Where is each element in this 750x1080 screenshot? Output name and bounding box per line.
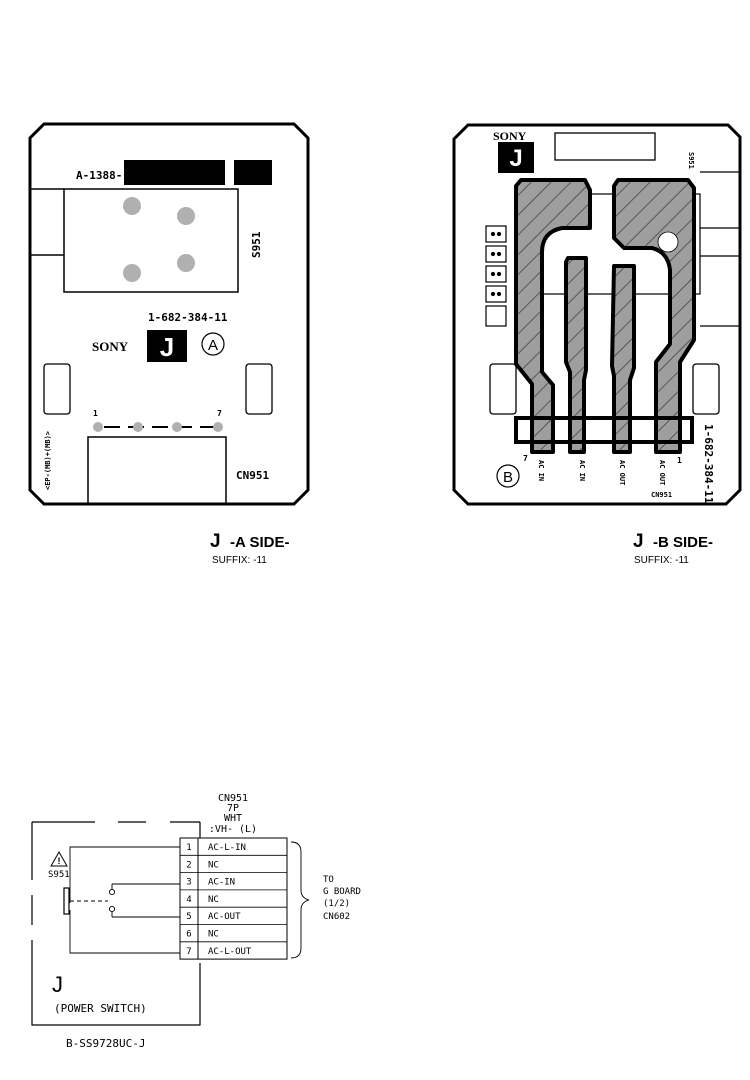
board-a-board-number: 1-682-384-11	[148, 311, 228, 324]
board-a-solder-pad	[123, 264, 141, 282]
pin-signal-name: NC	[208, 930, 219, 940]
board-b-connector-band	[514, 416, 694, 444]
board-b-trace-label: AC IN	[537, 460, 545, 481]
schematic-switch-ref: S951	[48, 870, 70, 880]
warning-icon	[50, 850, 68, 867]
destination-line: CN602	[323, 912, 350, 922]
board-a-connector-outline	[87, 436, 227, 504]
board-b-outline	[452, 123, 742, 506]
board-b-trace-label: AC OUT	[658, 460, 666, 485]
switch-contact	[108, 888, 116, 896]
pin-number: 3	[186, 878, 191, 888]
schematic-connector-pins: 7P	[227, 803, 239, 814]
board-b-board-number: 1-682-384-11	[702, 424, 715, 504]
destination-line: TO	[323, 875, 334, 885]
board-a-side-marker: A	[208, 337, 218, 354]
board-a-brand: SONY	[92, 339, 129, 354]
board-a-switch-ref: S951	[250, 231, 263, 258]
pin-number: 7	[186, 947, 191, 957]
schematic-board-name: (POWER SWITCH)	[54, 1002, 147, 1015]
board-b-caption-side: -B SIDE-	[653, 534, 713, 551]
board-b-mount-hole	[692, 363, 720, 415]
destination-line: (1/2)	[323, 899, 350, 909]
schematic-board-letter: J	[52, 972, 63, 997]
board-a: A-1388- S951 1-682-384-11 SONY J A 1 7 C…	[28, 122, 310, 506]
board-a-connector-ref: CN951	[236, 469, 269, 482]
schematic-connector-color: WHT	[224, 813, 242, 824]
board-a-solder-pad	[177, 254, 195, 272]
board-b-label-box	[554, 132, 656, 161]
board-a-edge-label: <EP-(MB)+(MB)>	[44, 431, 52, 490]
board-b-silkscreen-cluster	[485, 225, 507, 327]
board-b-trace-ac-in-inner	[564, 256, 588, 454]
warning-symbol: !	[58, 856, 61, 866]
destination-line: G BOARD	[323, 887, 361, 897]
schematic-connector-ref: CN951	[218, 793, 248, 804]
board-b-brand: SONY	[493, 129, 527, 143]
pin-signal-name: AC-OUT	[208, 912, 241, 922]
schematic-board-outline	[31, 821, 201, 1026]
board-a-caption-side: -A SIDE-	[230, 534, 289, 551]
board-b-trace-ac-out-inner	[610, 264, 636, 454]
board-a-logo-box	[147, 330, 187, 362]
pin-number: 4	[186, 895, 191, 905]
board-b-trace-label: AC IN	[578, 460, 586, 481]
schematic-footer: B-SS9728UC-J	[66, 1037, 145, 1050]
board-a-mount-hole	[43, 363, 71, 415]
board-a-caption-letter: J	[210, 531, 221, 552]
pin-number: 1	[186, 843, 191, 853]
board-b-trace-ac-in-outer	[514, 178, 592, 454]
pin-number: 5	[186, 912, 191, 922]
pin-signal-name: AC-IN	[208, 878, 235, 888]
board-a-mount-hole	[245, 363, 273, 415]
board-b-caption-letter: J	[633, 531, 644, 552]
board-b-logo-letter: J	[509, 145, 522, 172]
board-a-pin-pad	[213, 422, 223, 432]
schematic-wiring	[69, 846, 180, 954]
pin-number: 2	[186, 860, 191, 870]
board-b-trace-label: AC OUT	[618, 460, 626, 485]
board-b-logo-box	[498, 142, 534, 173]
board-b-pin-first: 7	[523, 454, 528, 463]
board-a-pin-pad	[133, 422, 143, 432]
switch-actuator	[63, 887, 70, 915]
schematic-connector-type: :VH- (L)	[209, 824, 257, 835]
board-a-logo-letter: J	[160, 332, 174, 362]
pin-number: 6	[186, 930, 191, 940]
board-b-side-marker: B	[503, 469, 513, 486]
switch-contact	[108, 905, 116, 913]
board-a-part-barcode	[124, 160, 225, 185]
board-a-suffix: SUFFIX: -11	[212, 555, 267, 566]
board-a-pin-first: 1	[93, 409, 98, 418]
board-a-part-barcode-2	[234, 160, 272, 185]
pin-signal-name: AC-L-OUT	[208, 947, 252, 957]
destination-brace	[290, 841, 310, 959]
board-b-suffix: SUFFIX: -11	[634, 555, 689, 566]
board-b-side-marker-circle	[496, 464, 520, 488]
board-b-mount-hole	[489, 363, 517, 415]
board-a-pin-pad	[172, 422, 182, 432]
board-b-pin-last: 1	[677, 456, 682, 465]
board-b-switch-ref: S951	[687, 152, 695, 169]
board-b-connector-ref: CN951	[651, 491, 672, 499]
board-b: SONY J S951 1-6	[452, 123, 742, 506]
pin-signal-name: NC	[208, 895, 219, 905]
pin-signal-name: AC-L-IN	[208, 843, 246, 853]
board-a-solder-pad	[177, 207, 195, 225]
board-a-switch-footprint	[63, 188, 239, 293]
board-a-pin-last: 7	[217, 409, 222, 418]
board-a-solder-pad	[123, 197, 141, 215]
board-a-part-prefix: A-1388-	[76, 169, 122, 182]
pin-table-frame	[179, 837, 288, 960]
board-b-mount-hole-round	[657, 231, 679, 253]
board-a-side-marker-circle	[201, 332, 225, 356]
board-a-pin-pad	[93, 422, 103, 432]
pin-signal-name: NC	[208, 860, 219, 870]
